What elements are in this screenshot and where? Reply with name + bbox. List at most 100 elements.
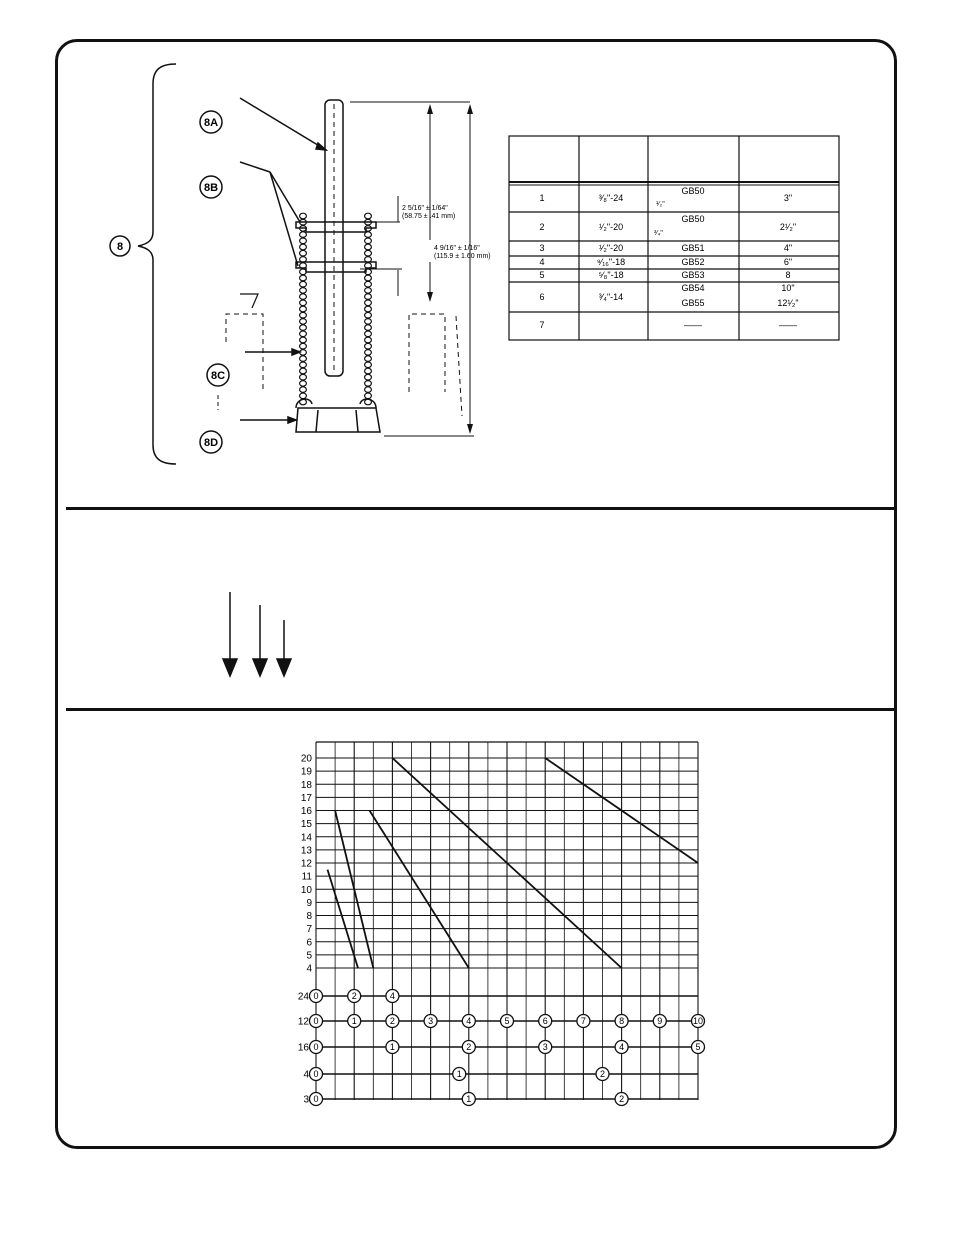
scale-node-label: 1 [466, 1094, 471, 1104]
spring-coil-left [299, 311, 308, 319]
scale-node [347, 1013, 362, 1029]
scale-node-label: 0 [313, 1094, 318, 1104]
scale-node [308, 988, 324, 1004]
spring-coil-left [299, 249, 308, 257]
scale-node-label: 7 [581, 1016, 586, 1026]
scale-node [308, 1013, 324, 1029]
table-row-5-part: GB53 [681, 270, 704, 280]
spring-coil-right [364, 280, 373, 288]
scale-node-label: 2 [466, 1042, 471, 1052]
scale-node [347, 988, 362, 1004]
table-row-5-no: 5 [539, 270, 544, 280]
scale-node [308, 1091, 324, 1107]
scale-node-label: 2 [352, 991, 357, 1001]
series-line-3 [368, 810, 470, 969]
scale-node [308, 1039, 324, 1055]
table-row-4-no: 4 [539, 257, 544, 267]
y-tick-label: 13 [301, 845, 313, 856]
spring-coil-right [364, 355, 373, 363]
scale-row-label: 4 [303, 1070, 309, 1081]
downward-arrows [221, 592, 293, 678]
table-row-3-length: 4" [784, 243, 792, 253]
callout-8a-marker: 8A [199, 110, 223, 134]
series-line-2 [334, 810, 375, 969]
callout-8d-text: 8D [204, 437, 218, 449]
scale-node-label: 0 [313, 991, 318, 1001]
spring-coil-right [364, 373, 373, 381]
table-row-1-thread: ³⁄₈"-24 [599, 193, 623, 203]
y-tick-label: 6 [306, 937, 312, 948]
scale-node-label: 10 [693, 1016, 703, 1026]
scale-node [385, 988, 400, 1004]
y-tick-label: 17 [301, 793, 313, 804]
y-tick-label: 16 [301, 806, 313, 817]
scale-node [385, 1039, 400, 1055]
y-tick-label: 11 [302, 872, 313, 883]
spring-coil-left [299, 355, 308, 363]
scale-node [576, 1013, 591, 1029]
callout-8-text: 8 [117, 241, 123, 253]
parts-table [508, 135, 840, 341]
spring-coil-left [299, 373, 308, 381]
scale-row-label: 12 [298, 1017, 310, 1028]
scale-node [461, 1013, 476, 1029]
spring-coil-left [299, 386, 308, 394]
spring-coil-left [299, 237, 308, 245]
series-line-4 [391, 757, 623, 969]
spring-coil-right [364, 386, 373, 394]
table-row-1-part-note: ¹⁄₂" [656, 201, 665, 208]
spring-coil-right [364, 324, 373, 332]
scale-node [385, 1013, 400, 1029]
table-row-3-no: 3 [539, 243, 544, 253]
scale-node-label: 1 [457, 1069, 462, 1079]
scale-node [423, 1013, 438, 1029]
spring-coil-left [299, 361, 308, 369]
table-row-2-no: 2 [539, 222, 544, 232]
y-tick-label: 9 [306, 898, 312, 909]
section-divider-top [66, 507, 896, 510]
threaded-rod [324, 99, 344, 377]
series-line-1 [326, 869, 359, 969]
callout-8d-marker: 8D [199, 430, 223, 454]
table-row-2-length: 2¹⁄₂" [780, 222, 796, 232]
spring-coil-right [364, 249, 373, 257]
table-row-1-length: 3" [784, 193, 792, 203]
spring-coil-right [364, 342, 373, 350]
scale-node [538, 1039, 553, 1055]
spring-coil-right [364, 336, 373, 344]
spring-coil-right [364, 305, 373, 313]
scale-node-label: 3 [428, 1016, 433, 1026]
table-row-7-length: —— [779, 320, 797, 330]
spring-coil-right [364, 212, 373, 220]
scale-node-label: 9 [657, 1016, 662, 1026]
table-row-1-part: GB50 [681, 186, 704, 196]
scale-node [595, 1066, 610, 1082]
spring-coil-right [364, 380, 373, 387]
long-dimension-mm: (115.9 ± 1.60 mm) [434, 253, 491, 260]
y-tick-label: 18 [301, 780, 313, 791]
page-frame [55, 39, 897, 1149]
scale-node-label: 1 [352, 1016, 357, 1026]
table-row-4-thread: ⁹⁄₁₆"-18 [597, 257, 625, 267]
spring-coil-right [364, 367, 373, 375]
table-row-3-part: GB51 [681, 243, 704, 253]
upper-plate [295, 221, 377, 233]
scale-node [452, 1066, 467, 1082]
scale-node-label: 3 [543, 1042, 548, 1052]
arrow-medium [251, 605, 269, 678]
spring-coil-left [299, 336, 308, 344]
scale-node [614, 1039, 629, 1055]
spring-coil-right [364, 318, 373, 325]
spring-coil-right [364, 361, 373, 369]
hex-nut [295, 407, 381, 433]
scale-node-label: 0 [313, 1016, 318, 1026]
scale-node-label: 5 [695, 1042, 700, 1052]
spring-coil-right [364, 293, 373, 301]
scale-node [690, 1039, 706, 1055]
long-dimension-inches: 4 9/16" ± 1/16" [434, 245, 480, 252]
callout-8c-text: 8C [211, 370, 225, 382]
y-tick-label: 14 [301, 832, 313, 843]
